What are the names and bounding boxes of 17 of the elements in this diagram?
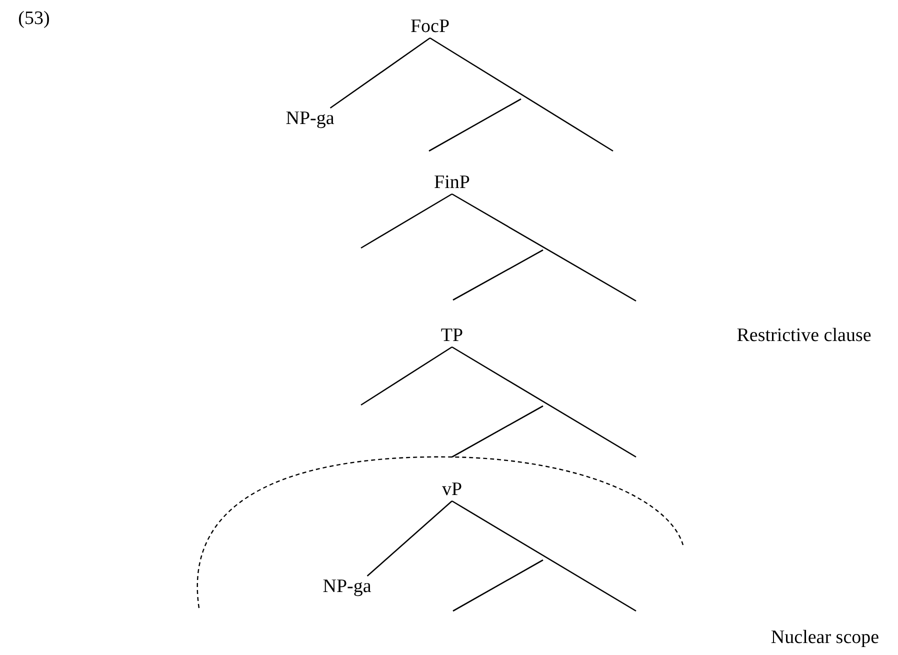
annotation-label: Nuclear scope <box>770 627 880 649</box>
annotation-label: Restrictive clause <box>736 325 872 347</box>
node-label: vP <box>442 479 462 501</box>
tree-branch <box>452 346 636 458</box>
tree-branch <box>360 193 452 249</box>
node-label: TP <box>440 325 464 347</box>
tree-branch <box>452 500 636 612</box>
node-label: FinP <box>434 172 470 194</box>
tree-branch <box>360 346 452 406</box>
node-label: FocP <box>410 16 450 38</box>
tree-branch <box>430 37 614 152</box>
node-label: NP-ga <box>286 108 334 130</box>
tree-branch <box>366 500 452 576</box>
label-number: (53) <box>18 8 50 30</box>
tree-branch <box>330 37 430 109</box>
tree-branch <box>452 193 636 302</box>
node-label: NP-ga <box>322 576 372 598</box>
